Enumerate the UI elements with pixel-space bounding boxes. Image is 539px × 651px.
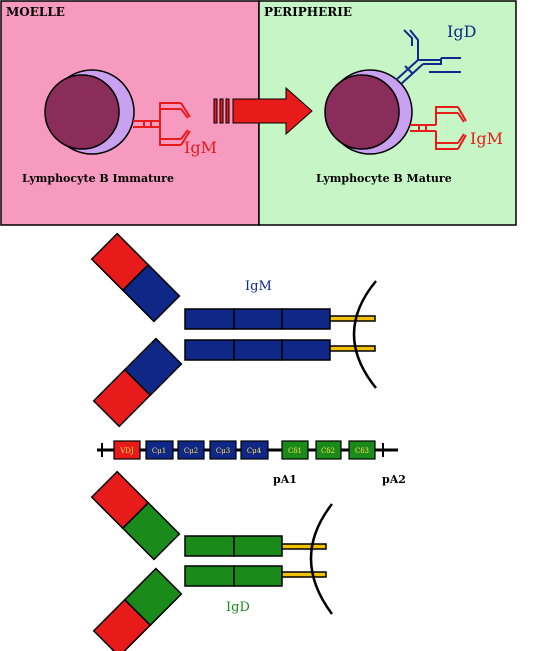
segment-cmu2-label: Cμ2 [184, 447, 198, 455]
segment-cmu2 [177, 440, 205, 460]
segment-cdelta1-label: Cδ1 [288, 447, 302, 455]
segment-cdelta3-label: Cδ3 [355, 447, 369, 455]
mature-cell-label: Lymphocyte B Mature [316, 172, 452, 185]
cell-nucleus [324, 74, 400, 150]
segment-cdelta1 [281, 440, 309, 460]
igm-upper-arm [90, 232, 181, 323]
segment-cmu1-label: Cμ1 [152, 447, 166, 455]
immature-b-cell [44, 69, 135, 155]
gene-map: VDJ Cμ1 Cμ2 Cμ3 Cμ4 Cδ1 Cδ2 Cδ3 pA1 pA2 [97, 440, 406, 486]
cell-nucleus [44, 74, 120, 150]
igd-diagram-label: IgD [226, 600, 250, 615]
immature-cell-label: Lymphocyte B Immature [22, 172, 174, 185]
igm-label-right: IgM [470, 129, 503, 148]
igd-antibody [90, 470, 334, 651]
segment-cdelta2 [315, 440, 342, 460]
igd-tail-top [281, 543, 327, 550]
igm-tail-top [329, 315, 376, 322]
igm-heavy-chain-bottom [184, 339, 331, 361]
igd-tail-bottom [281, 571, 327, 578]
segment-cdelta2-label: Cδ2 [321, 447, 335, 455]
igm-lower-arm [92, 337, 183, 428]
igd-upper-arm [90, 470, 181, 561]
igd-membrane-arc [309, 503, 334, 615]
igd-lower-arm [92, 567, 183, 651]
igm-tail-bottom [329, 345, 376, 352]
igm-antibody [90, 232, 377, 428]
igm-diagram-label: IgM [245, 279, 272, 294]
segment-cmu3 [209, 440, 237, 460]
igd-heavy-chain-bottom [184, 565, 283, 587]
pa2-label: pA2 [382, 473, 406, 486]
segment-cmu4 [240, 440, 269, 460]
peripherie-title: PERIPHERIE [264, 5, 352, 19]
igm-receptor-right [410, 106, 467, 150]
segment-cmu4-label: Cμ4 [247, 447, 262, 455]
top-panel: MOELLE PERIPHERIE IgM Lymphocyte B Immat… [0, 0, 517, 226]
igd-label-top: IgD [447, 22, 476, 41]
maturation-arrow [213, 86, 313, 136]
mature-b-cell [324, 69, 413, 155]
segment-vdj [113, 440, 141, 460]
igm-receptor-left [133, 102, 191, 146]
igm-heavy-chain-top [184, 308, 331, 330]
igm-label-left: IgM [184, 138, 217, 157]
segment-cmu1 [145, 440, 174, 460]
segment-vdj-label: VDJ [119, 447, 134, 455]
segment-cdelta3 [348, 440, 376, 460]
igd-receptor [395, 29, 461, 85]
pa1-label: pA1 [273, 473, 297, 486]
segment-cmu3-label: Cμ3 [216, 447, 230, 455]
moelle-title: MOELLE [6, 5, 65, 19]
igd-heavy-chain-top [184, 535, 283, 557]
igm-membrane-arc [352, 280, 377, 389]
